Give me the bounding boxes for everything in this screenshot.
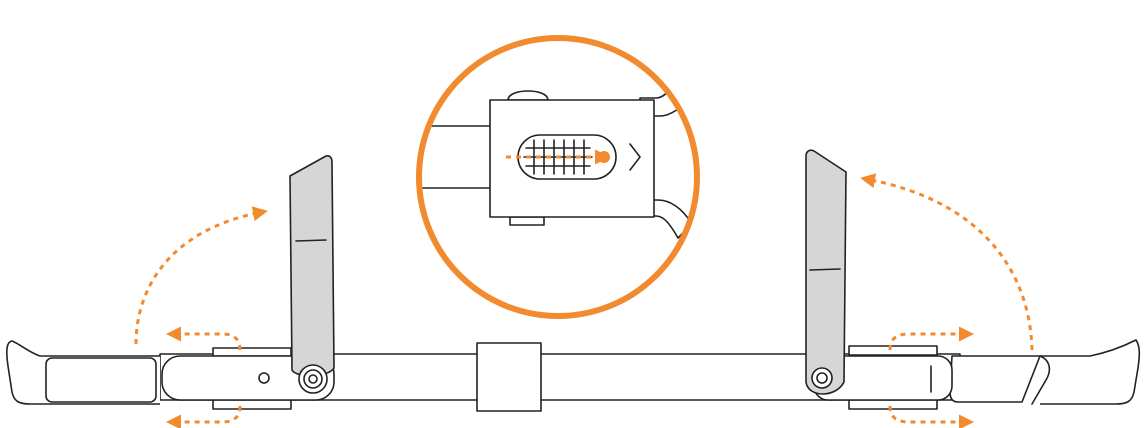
- center-clamp: [476, 342, 542, 412]
- left-end-cap-pad: [45, 357, 157, 403]
- zoom-circle-ring: [416, 35, 700, 319]
- left-hinge-plate-bottom: [212, 399, 292, 410]
- left-arm-tick: [295, 239, 327, 242]
- left-hinge-plate-top: [212, 347, 292, 357]
- right-arm-tick: [809, 268, 841, 271]
- left-hinge-hole: [258, 372, 270, 384]
- motion-arrows: [134, 173, 1034, 428]
- zoom-callout: [416, 35, 700, 319]
- right-hinge-plate-top: [848, 345, 938, 356]
- right-end-cap: [1040, 339, 1141, 405]
- left-upright-arm: [289, 155, 335, 377]
- left-bottom-slide-arrow: [166, 405, 242, 428]
- right-end-cap-slot: [1031, 355, 1051, 405]
- left-hinge-body: [161, 355, 335, 401]
- left-pivot-inner: [308, 374, 318, 384]
- right-hinge-plate-bottom: [848, 399, 938, 410]
- right-upright-arm: [805, 149, 847, 395]
- right-top-slide-arrow: [888, 326, 974, 351]
- right-end-cap-pad: [949, 355, 1041, 403]
- right-arm-fold-up-arrow: [860, 173, 1034, 351]
- latch-chevron: [629, 143, 641, 171]
- right-bottom-slide-arrow: [888, 405, 974, 428]
- left-top-slide-arrow: [166, 326, 242, 351]
- latch-slide-dot: [598, 151, 610, 163]
- left-arm-fold-up-arrow: [134, 206, 268, 345]
- right-pivot-inner: [816, 372, 828, 384]
